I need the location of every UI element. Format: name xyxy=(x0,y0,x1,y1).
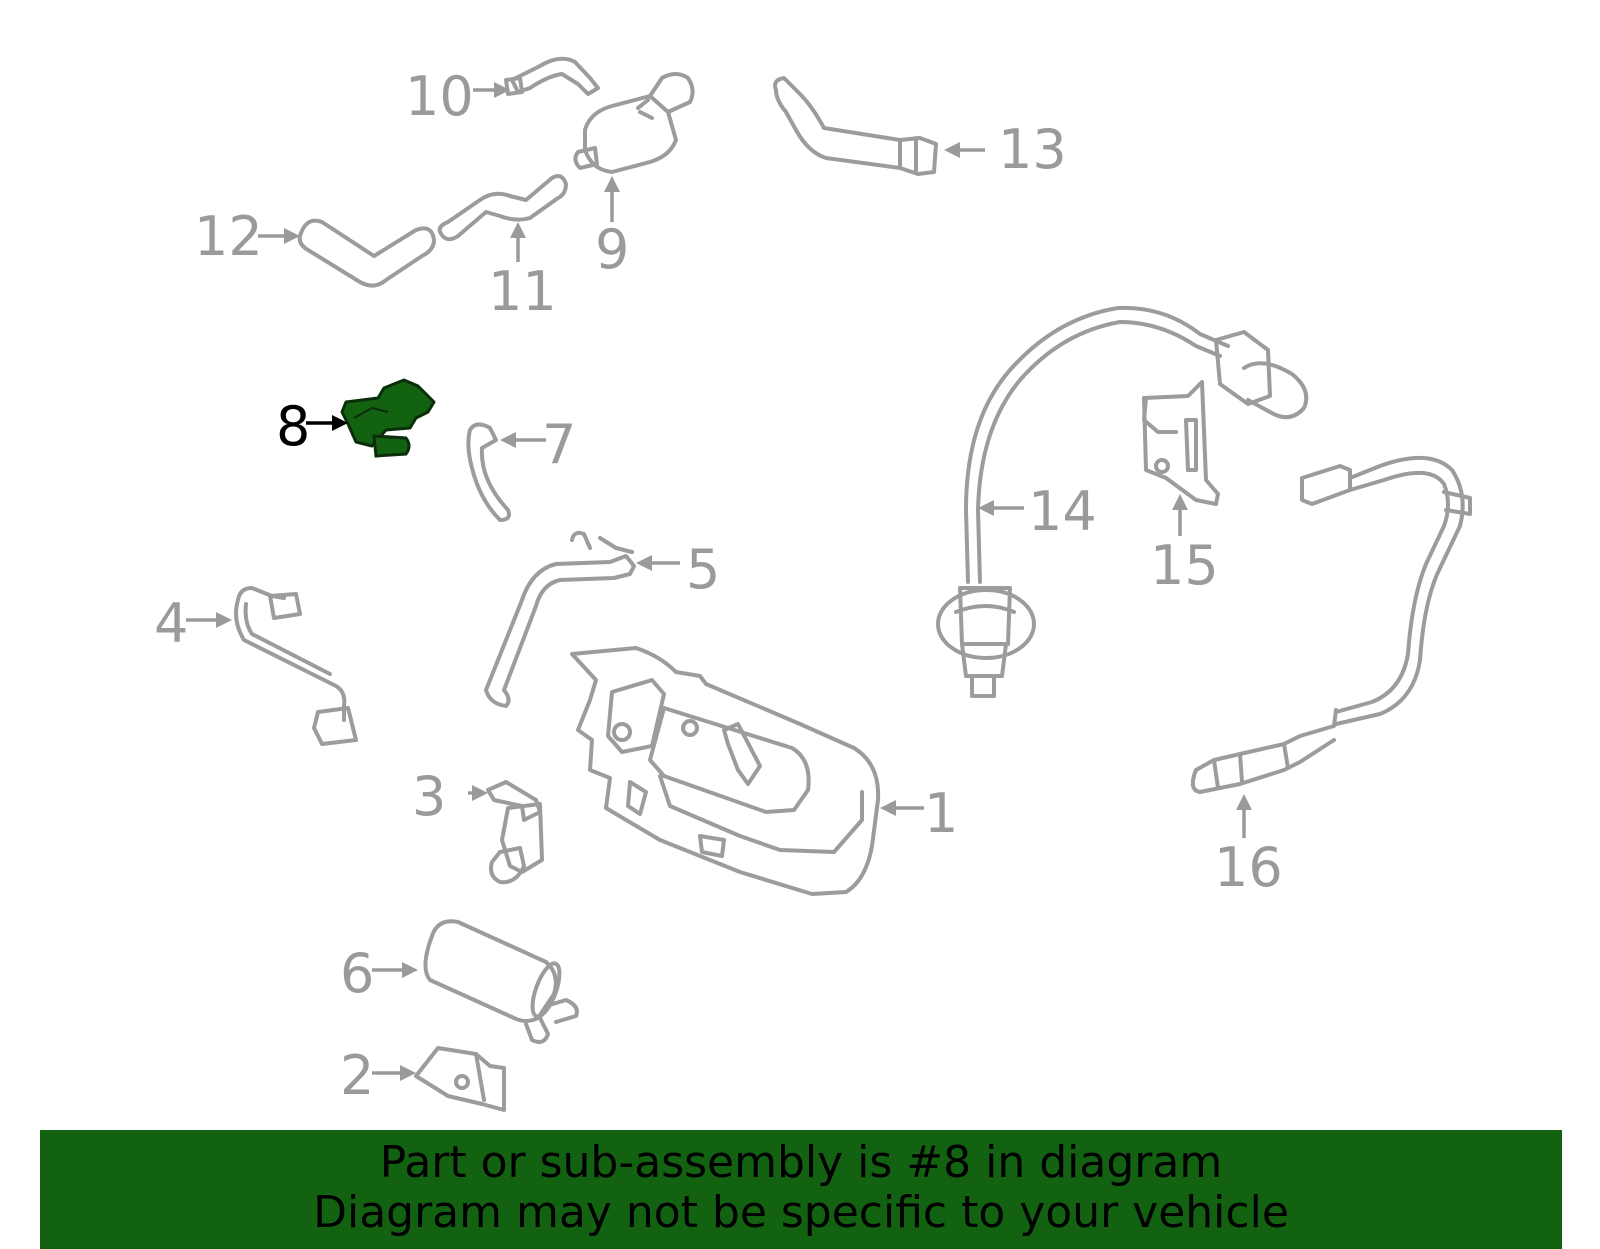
callout-5[interactable]: 5 xyxy=(686,538,720,601)
arrow-3 xyxy=(468,785,488,801)
callout-6[interactable]: 6 xyxy=(340,942,374,1005)
callout-10[interactable]: 10 xyxy=(405,65,474,128)
callout-2[interactable]: 2 xyxy=(340,1044,374,1107)
callout-8[interactable]: 8 xyxy=(276,395,310,458)
part-2 xyxy=(414,1046,506,1112)
arrow-4 xyxy=(186,612,232,628)
arrow-13 xyxy=(944,142,985,158)
parts-diagram: 10 9 11 12 13 xyxy=(154,56,1472,1112)
part-8 xyxy=(340,378,436,458)
part-1 xyxy=(570,646,881,896)
part-4 xyxy=(234,586,358,746)
callout-4[interactable]: 4 xyxy=(154,592,188,655)
arrow-7 xyxy=(500,432,546,448)
part-9 xyxy=(573,72,695,174)
part-11 xyxy=(437,174,568,242)
part-10 xyxy=(504,56,600,96)
part-3 xyxy=(486,780,544,885)
callout-13[interactable]: 13 xyxy=(998,118,1067,181)
callout-15[interactable]: 15 xyxy=(1150,534,1219,597)
info-banner: Part or sub-assembly is #8 in diagram Di… xyxy=(40,1130,1562,1249)
part-14 xyxy=(936,305,1309,698)
callout-3[interactable]: 3 xyxy=(412,765,446,828)
callout-1[interactable]: 1 xyxy=(924,782,958,845)
arrow-1 xyxy=(880,800,924,816)
callout-16[interactable]: 16 xyxy=(1214,836,1283,899)
arrow-9 xyxy=(604,176,620,222)
callout-12[interactable]: 12 xyxy=(194,205,263,268)
callout-14[interactable]: 14 xyxy=(1028,480,1097,543)
arrow-8 xyxy=(306,415,348,431)
arrow-14 xyxy=(978,500,1024,516)
arrow-6 xyxy=(372,962,418,978)
callout-9[interactable]: 9 xyxy=(595,218,629,281)
arrow-12 xyxy=(258,228,300,244)
arrow-11 xyxy=(510,222,526,262)
part-13 xyxy=(773,76,938,176)
arrow-5 xyxy=(636,555,680,571)
arrow-16 xyxy=(1236,794,1252,838)
arrow-15 xyxy=(1172,494,1188,536)
part-12 xyxy=(297,218,436,288)
banner-line-2: Diagram may not be specific to your vehi… xyxy=(313,1187,1289,1238)
part-16 xyxy=(1190,455,1472,794)
part-6 xyxy=(423,919,579,1044)
arrow-10 xyxy=(473,82,510,98)
callout-11[interactable]: 11 xyxy=(488,260,557,323)
part-5 xyxy=(484,530,636,708)
part-15 xyxy=(1142,380,1220,506)
part-7 xyxy=(466,422,511,522)
banner-line-1: Part or sub-assembly is #8 in diagram xyxy=(379,1137,1223,1188)
arrow-2 xyxy=(372,1065,416,1081)
callout-7[interactable]: 7 xyxy=(542,413,576,476)
